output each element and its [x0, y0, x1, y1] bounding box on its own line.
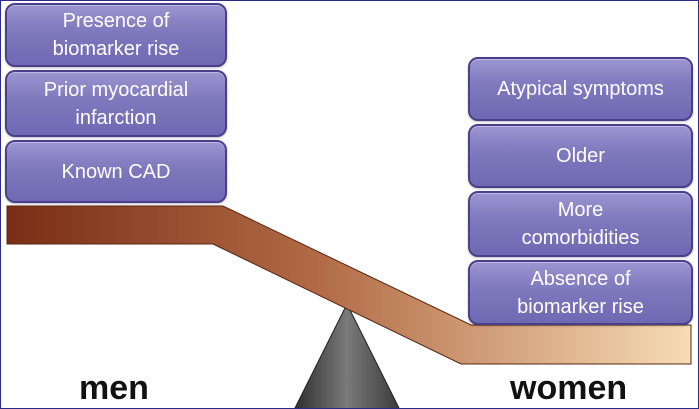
- factor-block-atypical-symptoms: Atypical symptoms: [468, 57, 693, 121]
- factor-block-comorbidities: More comorbidities: [468, 191, 693, 257]
- factor-block-older: Older: [468, 124, 693, 188]
- factor-block-prior-mi: Prior myocardial infarction: [5, 70, 227, 137]
- women-label: women: [510, 369, 628, 407]
- fulcrum: [294, 302, 400, 408]
- factor-block-biomarker-rise: Presence of biomarker rise: [5, 3, 227, 67]
- factor-block-known-cad: Known CAD: [5, 140, 227, 203]
- factor-block-absence-biomarker-rise: Absence of biomarker rise: [468, 260, 693, 325]
- beam: [6, 205, 692, 365]
- men-label: men: [79, 369, 149, 407]
